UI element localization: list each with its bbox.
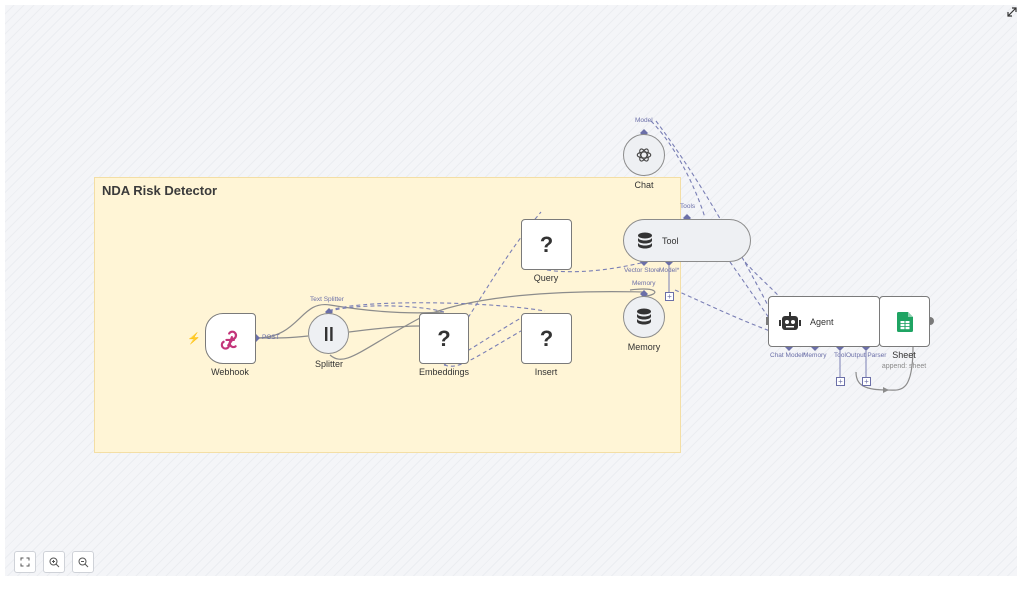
port-label-chat-model: Chat Model* xyxy=(770,352,806,359)
node-embeddings-label: Embeddings xyxy=(418,367,470,377)
node-embeddings[interactable]: ? xyxy=(419,313,469,364)
port-label-tool-model: Model* xyxy=(659,267,680,274)
zoom-out-icon xyxy=(78,557,88,567)
node-webhook[interactable] xyxy=(205,313,256,364)
port-label-vector-store: Vector Store xyxy=(624,267,660,274)
node-memory-label: Memory xyxy=(627,342,661,352)
port-label-post: POST xyxy=(262,334,280,341)
node-sheet-label: Sheet xyxy=(892,350,916,360)
port-label-agent-memory: Memory xyxy=(803,352,827,359)
fit-view-button[interactable] xyxy=(14,551,36,573)
node-query[interactable]: ? xyxy=(521,219,572,270)
node-splitter-label: Splitter xyxy=(314,359,344,369)
node-chat[interactable] xyxy=(623,134,665,176)
splitter-icon xyxy=(324,326,333,341)
database-icon xyxy=(638,232,652,248)
sticky-note[interactable]: NDA Risk Detector xyxy=(94,177,681,453)
node-insert[interactable]: ? xyxy=(521,313,572,364)
fit-view-icon xyxy=(20,557,30,567)
port-label-text-splitter: Text Splitter xyxy=(310,296,344,303)
node-sheet[interactable] xyxy=(879,296,930,347)
node-query-label: Query xyxy=(533,273,559,283)
sticky-note-title: NDA Risk Detector xyxy=(102,183,218,198)
unknown-node-icon: ? xyxy=(539,325,554,351)
robot-icon xyxy=(779,311,801,330)
zoom-out-button[interactable] xyxy=(72,551,94,573)
webhook-icon xyxy=(220,330,237,350)
node-agent-label: Agent xyxy=(810,316,834,327)
zoom-in-icon xyxy=(49,557,59,567)
port-label-tools: Tools xyxy=(680,203,696,210)
node-sheet-subtitle: append: sheet xyxy=(881,363,927,370)
trigger-bolt-icon: ⚡ xyxy=(187,333,201,345)
port-label-memory: Memory xyxy=(632,280,656,287)
add-output-parser-button[interactable]: + xyxy=(862,377,871,386)
unknown-node-icon: ? xyxy=(539,231,554,257)
unknown-node-icon: ? xyxy=(437,325,451,351)
port-label-model: Model xyxy=(635,117,653,124)
add-tool-model-button[interactable]: + xyxy=(665,292,674,301)
node-agent[interactable]: Agent xyxy=(768,296,880,347)
port-label-output-parser: Output Parser xyxy=(846,352,887,359)
node-splitter[interactable] xyxy=(308,313,349,354)
port-label-agent-tool: Tool xyxy=(834,352,846,359)
node-memory[interactable] xyxy=(623,296,665,338)
add-agent-tool-button[interactable]: + xyxy=(836,377,845,386)
expand-icon[interactable] xyxy=(1006,6,1018,18)
node-insert-label: Insert xyxy=(534,367,558,377)
google-sheets-icon xyxy=(896,311,913,332)
node-webhook-label: Webhook xyxy=(211,367,249,377)
node-tool[interactable]: Tool xyxy=(623,219,751,262)
openai-icon xyxy=(636,148,652,162)
node-chat-label: Chat xyxy=(634,180,654,190)
node-tool-label: Tool xyxy=(662,235,679,246)
zoom-in-button[interactable] xyxy=(43,551,65,573)
database-icon xyxy=(637,308,651,325)
